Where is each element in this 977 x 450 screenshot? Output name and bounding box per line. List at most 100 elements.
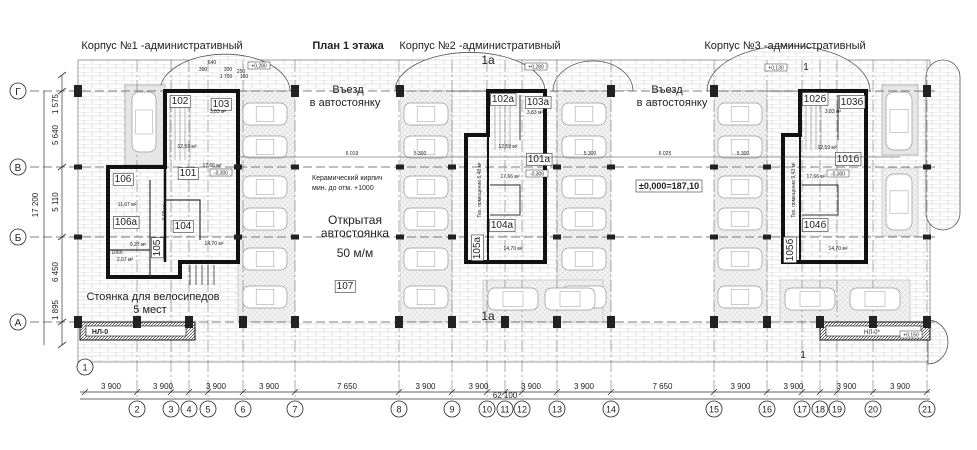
room-area: 12,59 м² (498, 144, 517, 150)
axis-label: 8 (396, 405, 401, 415)
dimension-value: 3 900 (836, 382, 857, 391)
axis-circle (128, 400, 146, 418)
car-icon (544, 287, 596, 311)
room-area: 17,66 м² (806, 174, 825, 180)
axis-label: 1 (82, 363, 87, 373)
axis-bubble-col: 6 (234, 400, 252, 418)
car-body (849, 287, 901, 311)
dimension-value: 3 900 (101, 382, 122, 391)
room-box (169, 95, 191, 108)
car-body (784, 287, 836, 311)
car-icon (403, 102, 449, 126)
open-parking-label-1: Открытая (328, 213, 382, 227)
room-area: 14,70 м² (828, 246, 847, 252)
room-area: 3,83 м² (527, 110, 544, 116)
room-tag: 105б (783, 236, 797, 264)
column (607, 85, 615, 97)
dimension-tick (395, 388, 403, 396)
car-roof (255, 139, 275, 156)
axis-bubble-col: 3 (162, 400, 180, 418)
axis-circle (811, 400, 829, 418)
room-area: 6,99 м² (162, 204, 168, 221)
dimension-tick (185, 388, 193, 396)
axis-label: 3 (168, 405, 173, 415)
room-number: 102 (172, 96, 189, 107)
car-icon (561, 135, 607, 159)
dimension-tick (448, 388, 456, 396)
car-roof (255, 288, 275, 305)
dimension-tick (518, 388, 526, 396)
room-number: 103а (527, 97, 550, 108)
car-roof (574, 251, 594, 268)
dimension-tick (869, 388, 877, 396)
column (607, 164, 615, 170)
car-icon (131, 91, 157, 153)
axis-label: 6 (240, 405, 245, 415)
car-roof (255, 179, 275, 196)
column (710, 85, 718, 97)
car-body (242, 285, 288, 309)
column (763, 316, 771, 328)
room-tag: 103а (525, 96, 552, 109)
dimension-tick (57, 163, 67, 171)
car-roof (864, 290, 886, 307)
room-box (801, 92, 829, 106)
room-box (177, 167, 199, 180)
stair-label-1: НЛ-0 (92, 329, 108, 336)
section-mark: 1 (803, 62, 809, 73)
car-body (717, 102, 763, 126)
car-roof (416, 139, 436, 156)
car-icon (849, 287, 901, 311)
elevation-box (899, 330, 923, 339)
car-roof (416, 106, 436, 123)
axis-label: 4 (186, 405, 191, 415)
room-number: 102а (492, 94, 515, 105)
car-body (544, 287, 596, 311)
car-icon (403, 247, 449, 271)
dimension-value: 3 900 (521, 382, 542, 391)
room-tag: 104а (489, 219, 516, 232)
column (448, 164, 456, 170)
axis-circle (443, 400, 461, 418)
room-number: 105б (784, 239, 796, 262)
column (74, 316, 82, 328)
column (291, 164, 299, 170)
car-icon (717, 207, 763, 231)
dimension-tick (291, 388, 299, 396)
car-body (242, 207, 288, 231)
car-roof (730, 251, 750, 268)
room-area: 12,59 м² (817, 145, 836, 151)
car-icon (561, 102, 607, 126)
room-tag: 104б (801, 218, 829, 232)
axis-circle (9, 228, 27, 246)
room-tag: 103б (838, 95, 866, 109)
axis-circle (828, 400, 846, 418)
room-tag: 103 (210, 98, 232, 111)
car-icon (717, 175, 763, 199)
car-icon (885, 173, 913, 231)
car-body (717, 285, 763, 309)
building-2-walls (464, 89, 547, 264)
column (923, 164, 931, 170)
car-body (403, 102, 449, 126)
room-area: 14,70 м² (204, 241, 223, 247)
car-roof (730, 139, 750, 156)
car-icon (242, 207, 288, 231)
room-box (334, 280, 356, 293)
car-icon (403, 207, 449, 231)
car-icon (561, 207, 607, 231)
axis-label: 10 (482, 405, 492, 415)
car-roof (730, 179, 750, 196)
car-roof (416, 179, 436, 196)
dimension-value-top: 300 (199, 67, 208, 73)
dimension-value-top: 150 (240, 74, 249, 80)
car-roof (255, 106, 275, 123)
elevation-mark: +0,280 (251, 64, 267, 70)
room-area: 14,70 м² (503, 246, 522, 252)
room-tag: 102б (801, 92, 829, 106)
structural-columns (74, 85, 931, 328)
axis-circle (180, 400, 198, 418)
axis-circle (496, 400, 514, 418)
